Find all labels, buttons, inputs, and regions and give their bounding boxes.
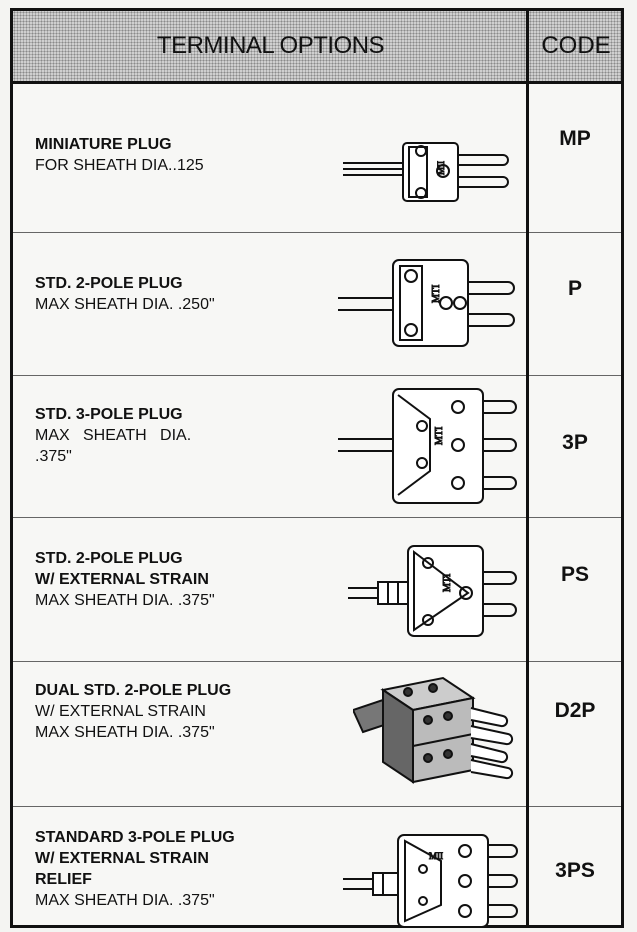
row-description: STD. 2-POLE PLUG W/ EXTERNAL STRAIN MAX … xyxy=(35,548,215,611)
table-row-ps: STD. 2-POLE PLUG W/ EXTERNAL STRAIN MAX … xyxy=(13,517,526,662)
plug-label: MII xyxy=(436,161,446,175)
plug-label: MTI xyxy=(442,574,453,592)
table-row-p: STD. 2-POLE PLUG MAX SHEATH DIA. .250" M… xyxy=(13,232,526,376)
plug-label: MTI xyxy=(431,285,442,303)
code-ps: PS xyxy=(560,563,589,586)
row-line: MAX SHEATH DIA. .250" xyxy=(35,296,215,313)
row-description: STANDARD 3-POLE PLUG W/ EXTERNAL STRAIN … xyxy=(35,827,235,911)
row-line: DUAL STD. 2-POLE PLUG xyxy=(35,682,232,699)
code-divider xyxy=(529,661,621,662)
three-pole-plug-strain-relief-icon: MII xyxy=(343,834,518,928)
table-row-d2p: DUAL STD. 2-POLE PLUG W/ EXTERNAL STRAIN… xyxy=(13,661,526,807)
plug-label: MTI xyxy=(434,427,445,445)
code-3p: 3P xyxy=(562,431,588,454)
row-line: MAX SHEATH DIA. .375" xyxy=(35,892,215,909)
two-pole-plug-strain-relief-icon: MTI xyxy=(348,545,517,637)
three-pole-plug-icon: MTI xyxy=(338,388,517,504)
row-line: W/ EXTERNAL STRAIN xyxy=(35,850,209,867)
code-mp: MP xyxy=(559,127,591,150)
row-description: STD. 3-POLE PLUG MAX SHEATH DIA. .375" xyxy=(35,404,191,467)
row-line: W/ EXTERNAL STRAIN xyxy=(35,571,209,588)
row-line: W/ EXTERNAL STRAIN xyxy=(35,703,206,720)
row-line: STD. 2-POLE PLUG xyxy=(35,275,183,292)
row-line: MAX SHEATH DIA. .375" xyxy=(35,724,215,741)
row-line: FOR SHEATH DIA..125 xyxy=(35,157,204,174)
two-pole-plug-icon: MTI xyxy=(338,259,515,347)
table-header: TERMINAL OPTIONS CODE xyxy=(13,11,621,84)
code-divider xyxy=(529,232,621,233)
code-d2p: D2P xyxy=(554,699,596,722)
table-row-3ps: STANDARD 3-POLE PLUG W/ EXTERNAL STRAIN … xyxy=(13,806,526,929)
table-row-mp: MINIATURE PLUG FOR SHEATH DIA..125 MII xyxy=(13,84,526,232)
terminal-options-table: TERMINAL OPTIONS CODE MINIATURE PLUG FOR… xyxy=(10,8,624,928)
column-divider xyxy=(526,11,529,925)
code-divider xyxy=(529,375,621,376)
header-code: CODE xyxy=(541,32,611,59)
row-line: STANDARD 3-POLE PLUG xyxy=(35,829,235,846)
row-description: STD. 2-POLE PLUG MAX SHEATH DIA. .250" xyxy=(35,273,215,315)
row-description: DUAL STD. 2-POLE PLUG W/ EXTERNAL STRAIN… xyxy=(35,680,231,743)
code-divider xyxy=(529,517,621,518)
row-line: .375" xyxy=(35,448,72,465)
row-line: STD. 2-POLE PLUG xyxy=(35,550,183,567)
row-line: MAX SHEATH DIA. xyxy=(35,427,192,444)
table-row-3p: STD. 3-POLE PLUG MAX SHEATH DIA. .375" M… xyxy=(13,375,526,518)
row-line: RELIEF xyxy=(35,871,92,888)
code-divider xyxy=(529,806,621,807)
code-p: P xyxy=(567,277,582,300)
header-title: TERMINAL OPTIONS xyxy=(156,32,385,59)
row-line: MAX SHEATH DIA. .375" xyxy=(35,592,215,609)
row-line: STD. 3-POLE PLUG xyxy=(35,406,183,423)
dual-two-pole-plug-icon xyxy=(353,676,514,784)
plug-label: MII xyxy=(429,851,443,861)
row-description: MINIATURE PLUG FOR SHEATH DIA..125 xyxy=(35,134,204,176)
miniature-plug-icon: MII xyxy=(343,142,509,202)
code-3ps: 3PS xyxy=(555,859,595,882)
row-line: MINIATURE PLUG xyxy=(35,136,172,153)
